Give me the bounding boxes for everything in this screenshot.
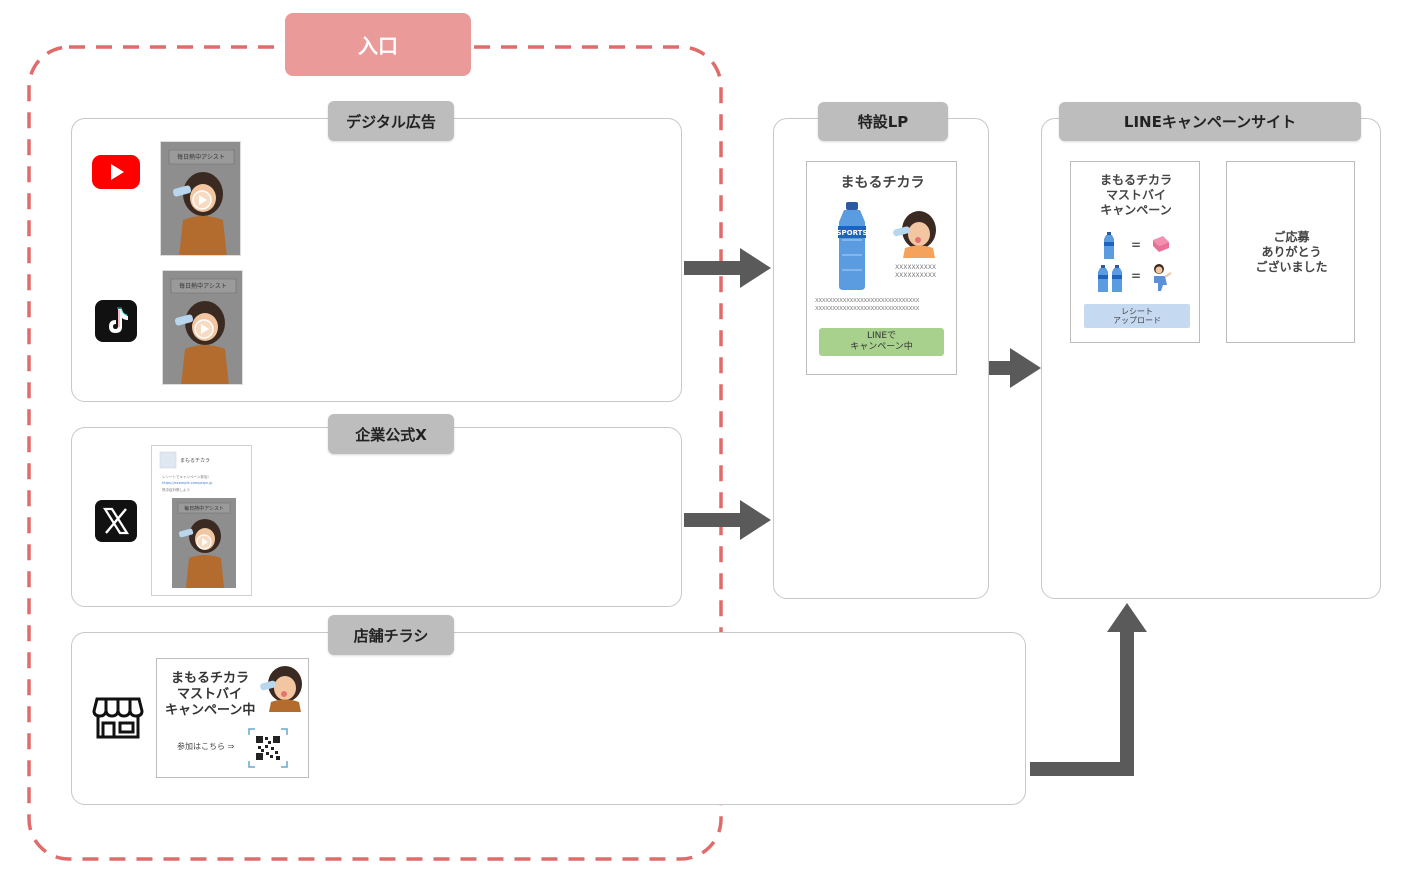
lp-placeholder-text: XXXXXXXXXX [895, 264, 937, 271]
x-post-account: まもるチカラ [180, 458, 210, 464]
lp-placeholder-text: XXXXXXXXXXXXXXXXXXXXXXXXXXXXXX [815, 298, 920, 304]
video-caption: 毎日熱中アシスト [179, 282, 227, 290]
equals-sign: = [1131, 238, 1142, 252]
corporate-x-title: 企業公式X [328, 414, 454, 454]
tiktok-icon[interactable] [95, 300, 137, 342]
line-campaign-site-title: LINEキャンペーンサイト [1059, 102, 1361, 141]
receipt-upload-line2: アップロード [1113, 316, 1161, 325]
arrow-store-to-line [1030, 603, 1147, 776]
arrow-x-to-lp [684, 500, 771, 540]
digital-ads-title: デジタル広告 [328, 101, 454, 141]
lp-placeholder-text: XXXXXXXXXXXXXXXXXXXXXXXXXXXXXX [815, 306, 920, 312]
store-flyer-title: 店舗チラシ [328, 615, 454, 655]
store-icon[interactable] [92, 695, 144, 741]
lp-preview-card[interactable]: まもるチカラ SPORTS XXXXXXXXXX XXXXXXXXXX XXXX… [806, 161, 957, 375]
bottle-label: SPORTS [836, 229, 867, 237]
thank-you-line2: ありがとう [1261, 245, 1322, 259]
flyer-cta: 参加はこちら ⇒ [177, 742, 235, 751]
x-post-preview[interactable]: まもるチカラ レシートでキャンペーン参加! https://example.ca… [151, 445, 252, 596]
video-ad-thumbnail[interactable]: 毎日熱中アシスト [162, 270, 243, 385]
line-campaign-button[interactable]: LINEで キャンペーン中 [819, 328, 944, 356]
receipt-upload-button[interactable]: レシート アップロード [1084, 304, 1190, 328]
line-campaign-heading2: マストバイ [1105, 188, 1166, 202]
person-prize-icon [1154, 264, 1172, 291]
lp-heading: まもるチカラ [840, 175, 925, 191]
youtube-icon[interactable] [92, 155, 140, 189]
thank-you-line3: ございました [1255, 260, 1328, 274]
arrow-digital-to-lp [684, 248, 771, 288]
x-post-body: レシートでキャンペーン参加! [162, 474, 209, 479]
line-campaign-heading3: キャンペーン [1100, 203, 1172, 217]
flyer-line1: まもるチカラ [171, 671, 250, 686]
sports-drink-bottle-illustration: SPORTS [836, 202, 868, 290]
thank-you-card: ご応募 ありがとう ございました [1226, 161, 1355, 343]
video-caption: 毎日熱中アシスト [177, 153, 225, 161]
two-bottles-icon [1098, 265, 1122, 292]
equals-sign: = [1131, 269, 1142, 283]
line-campaign-button-line2: キャンペーン中 [850, 342, 913, 352]
x-post-hashtag: 熱中症対策しよう [162, 487, 190, 492]
line-campaign-heading1: まもるチカラ [1099, 173, 1172, 187]
line-campaign-card[interactable]: まもるチカラ マストバイ キャンペーン = = レシート アップロード [1070, 161, 1200, 343]
drinking-girl-illustration [260, 666, 302, 712]
flyer-line2: マストバイ [177, 687, 243, 702]
special-lp-title: 特設LP [818, 102, 948, 141]
x-post-link: https://example.campaign.jp [162, 481, 213, 485]
qr-code-icon[interactable] [247, 727, 289, 769]
video-caption: 毎日熱中アシスト [184, 505, 224, 512]
line-campaign-button-line1: LINEで [866, 331, 897, 341]
receipt-upload-line1: レシート [1121, 307, 1153, 316]
drinking-girl-illustration [893, 211, 936, 258]
entry-label: 入口 [285, 13, 471, 76]
lp-placeholder-text: XXXXXXXXXX [895, 272, 937, 279]
arrow-lp-to-line [989, 348, 1041, 388]
towel-gift-icon [1153, 236, 1169, 252]
bottle-icon [1104, 232, 1114, 259]
store-flyer-card[interactable]: まもるチカラ マストバイ キャンペーン中 参加はこちら ⇒ [156, 658, 309, 778]
video-ad-thumbnail[interactable]: 毎日熱中アシスト [160, 141, 241, 256]
x-logo-icon[interactable] [95, 500, 137, 542]
flyer-line3: キャンペーン中 [165, 703, 256, 718]
thank-you-line1: ご応募 [1273, 230, 1310, 244]
